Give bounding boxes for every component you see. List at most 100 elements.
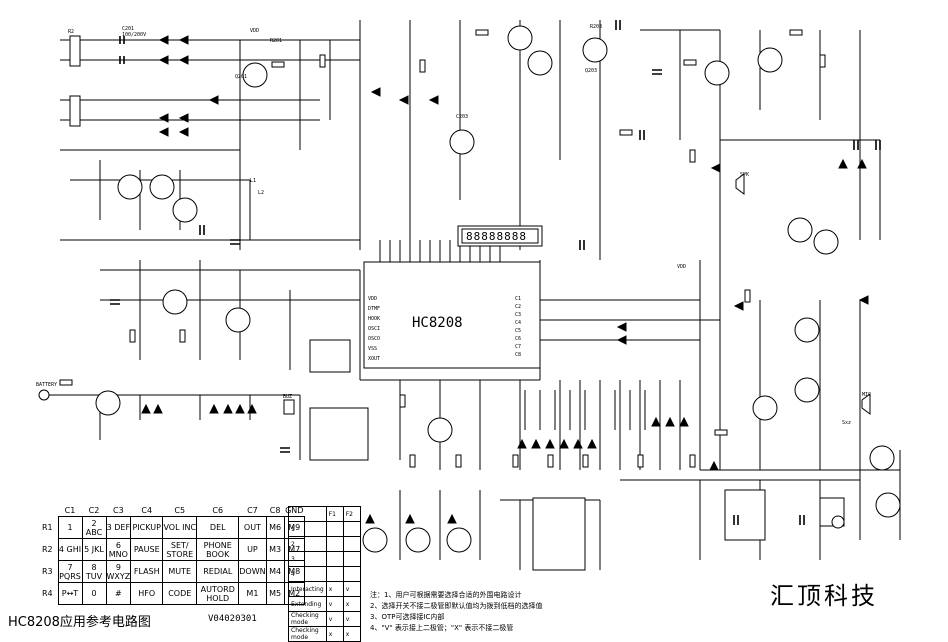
svg-text:C5: C5 [515, 328, 521, 334]
connectors [38, 35, 871, 529]
col-header: C7 [247, 506, 258, 515]
key: P↔T [57, 582, 83, 605]
svg-text:MIC: MIC [862, 392, 871, 398]
component-labels: C201 100/200V R2 VDD R201 Q201 C203 R203… [36, 24, 871, 426]
key: REDIAL [196, 560, 240, 583]
key: M4 [265, 560, 285, 583]
svg-text:C203: C203 [456, 114, 468, 120]
key: PAUSE [130, 538, 164, 561]
ic-name: HC8208 [412, 315, 463, 331]
svg-text:C3: C3 [515, 312, 521, 318]
key: 3 DEF [105, 516, 132, 539]
resistors [59, 29, 826, 468]
key: PHONE BOOK [196, 538, 240, 561]
keypad-matrix: C1 C2 C3 C4 C5 C6 C7 C8 GND R1 1 2 ABC 3… [42, 505, 305, 605]
col-header: C2 [88, 506, 100, 515]
key: 9 WXYZ [105, 560, 132, 583]
svg-text:VDD: VDD [250, 28, 259, 34]
svg-text:C8: C8 [515, 352, 521, 358]
svg-text:R203: R203 [590, 24, 602, 30]
svg-text:C201: C201 [122, 26, 134, 32]
key: MUTE [162, 560, 198, 583]
keypad-row: R4 P↔T 0 # HFO CODE AUTORD HOLD M1 M5 M2 [42, 582, 305, 605]
svg-text:R201: R201 [270, 38, 282, 44]
key: M6 [265, 516, 285, 539]
key: M3 [265, 538, 285, 561]
svg-text:R2: R2 [68, 29, 74, 35]
key: DEL [196, 516, 240, 539]
note-line: 注：1、用户可根据需要选择合适的外围电路设计 [370, 591, 522, 599]
key: AUTORD HOLD [196, 582, 240, 605]
key: 1 [57, 516, 83, 539]
key: CODE [162, 582, 198, 605]
col-header: C4 [141, 506, 153, 515]
key: # [105, 582, 132, 605]
diodes [141, 35, 869, 524]
key: DOWN [238, 560, 267, 583]
svg-text:C6: C6 [515, 336, 521, 342]
svg-text:C2: C2 [515, 304, 521, 310]
version-label: V04020301 [208, 614, 257, 624]
svg-text:DTMF: DTMF [368, 306, 380, 312]
note-line: 2、选择开关不接二极管即默认值均为拨到低档的选择值 [370, 602, 543, 610]
switch-array [524, 390, 661, 430]
svg-text:VDD: VDD [368, 296, 377, 302]
ic-left-pins: VDD DTMF HOOK OSCI OSCO VSS XOUT [368, 296, 380, 362]
col-header: C8 [269, 506, 281, 515]
svg-text:L1: L1 [250, 178, 256, 184]
transistors [95, 25, 901, 553]
keypad-row: R3 7 PQRS 8 TUV 9 WXYZ FLASH MUTE REDIAL… [42, 560, 305, 583]
secondary-ics [309, 339, 845, 571]
key: 0 [81, 582, 107, 605]
ic-right-pins: C1 C2 C3 C4 C5 C6 C7 C8 [515, 296, 521, 358]
col-header: C6 [212, 506, 224, 515]
key: 2 ABC [81, 516, 107, 539]
svg-text:SPK: SPK [740, 172, 749, 178]
ic-hc8208: HC8208 VDD DTMF HOOK OSCI OSCO VSS XOUT … [363, 240, 541, 369]
key: VOL INC [162, 516, 198, 539]
svg-text:Q203: Q203 [585, 68, 597, 74]
svg-text:BUZ: BUZ [283, 394, 292, 400]
svg-text:BATTERY: BATTERY [36, 382, 57, 388]
key: M5 [265, 582, 285, 605]
key: PICKUP [130, 516, 164, 539]
svg-text:C4: C4 [515, 320, 521, 326]
key: 6 MNO [105, 538, 132, 561]
svg-text:OSCO: OSCO [368, 336, 380, 342]
svg-text:OSCI: OSCI [368, 326, 380, 332]
keypad-row: R2 4 GHI 5 JKL 6 MNO PAUSE SET/ STORE PH… [42, 538, 305, 561]
diagram-title: HC8208应用参考电路图 [8, 615, 151, 630]
note-line: 4、"V" 表示接上二极管；"X" 表示不接二极管 [370, 624, 514, 632]
key: HFO [130, 582, 164, 605]
key: OUT [238, 516, 267, 539]
notes: 注：1、用户可根据需要选择合适的外围电路设计 2、选择开关不接二极管即默认值均为… [370, 590, 542, 634]
svg-text:VSS: VSS [368, 346, 377, 352]
key: 5 JKL [81, 538, 107, 561]
svg-text:L2: L2 [258, 190, 264, 196]
keypad-header: C1 C2 C3 C4 C5 C6 C7 C8 GND [42, 505, 304, 517]
key: 8 TUV [81, 560, 107, 583]
col-header: C3 [113, 506, 124, 515]
col-header: C5 [174, 506, 186, 515]
svg-text:VDD: VDD [677, 264, 686, 270]
svg-text:Q201: Q201 [235, 74, 247, 80]
lcd-display: 88888888 [457, 225, 543, 247]
key: FLASH [130, 560, 164, 583]
brand-name: 汇顶科技 [770, 582, 878, 610]
key: 4 GHI [57, 538, 83, 561]
key: SET/ STORE [162, 538, 198, 561]
svg-text:C1: C1 [515, 296, 521, 302]
keypad-row: R1 1 2 ABC 3 DEF PICKUP VOL INC DEL OUT … [42, 516, 305, 539]
col-header: C1 [64, 506, 76, 515]
svg-text:HOOK: HOOK [368, 316, 380, 322]
key: M1 [238, 582, 267, 605]
svg-text:Sxz: Sxz [842, 420, 851, 426]
svg-text:C7: C7 [515, 344, 521, 350]
key: UP [238, 538, 267, 561]
note-line: 3、OTP可选择接IC内部 [370, 613, 445, 621]
key: 7 PQRS [57, 560, 83, 583]
capacitors [110, 20, 881, 525]
svg-text:XOUT: XOUT [368, 356, 380, 362]
